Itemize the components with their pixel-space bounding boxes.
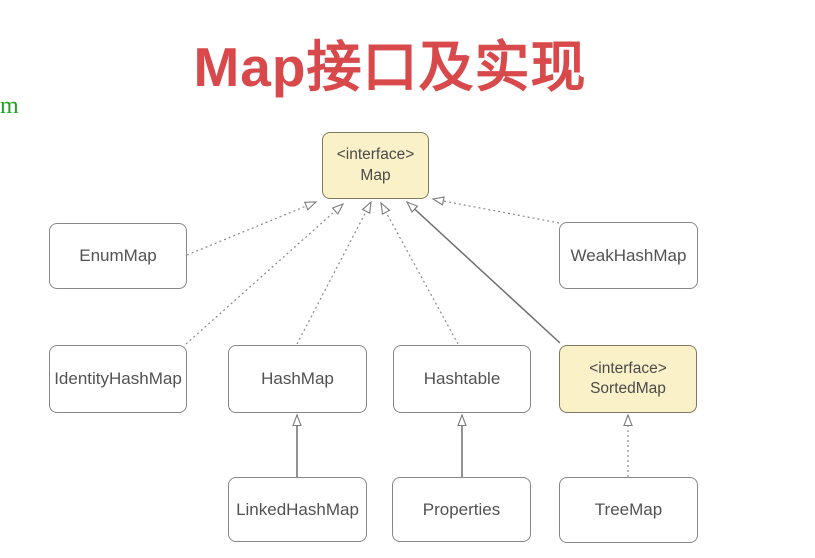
- node-weakhashmap: WeakHashMap: [559, 222, 698, 289]
- node-weakhashmap-name: WeakHashMap: [570, 245, 687, 265]
- node-identityhashmap-name: IdentityHashMap: [54, 369, 182, 388]
- node-hashmap: HashMap: [228, 345, 367, 413]
- node-sortedmap: <interface> SortedMap: [559, 345, 697, 413]
- edge-sortedmap-map: [405, 200, 561, 344]
- page-title: Map接口及实现: [193, 36, 587, 98]
- node-treemap-name: TreeMap: [594, 500, 663, 519]
- node-map: <interface> Map: [322, 132, 429, 199]
- node-treemap: TreeMap: [559, 477, 698, 543]
- node-properties: Properties: [392, 477, 531, 542]
- edge-hashtable-map: [380, 201, 459, 345]
- edge-hashmap-map: [296, 200, 372, 345]
- node-hashtable-name: Hashtable: [423, 369, 501, 388]
- node-linkedhashmap: LinkedHashMap: [228, 477, 367, 542]
- edge-weakhashmap-map: [431, 196, 560, 224]
- edge-identityhashmap-map: [185, 202, 345, 345]
- node-sortedmap-name: SortedMap: [590, 380, 666, 397]
- node-identityhashmap: IdentityHashMap: [49, 345, 187, 413]
- node-properties-name: Properties: [422, 499, 501, 519]
- node-enummap: EnumMap: [49, 223, 187, 289]
- node-hashmap-name: HashMap: [261, 369, 334, 388]
- watermark: m: [0, 93, 19, 119]
- node-linkedhashmap-name: LinkedHashMap: [236, 499, 359, 519]
- edge-enummap-map: [186, 201, 318, 256]
- node-sortedmap-stereotype: <interface>: [589, 359, 667, 377]
- node-enummap-name: EnumMap: [79, 246, 157, 265]
- node-hashtable: Hashtable: [393, 345, 531, 413]
- node-map-stereotype: <interface>: [336, 146, 415, 164]
- node-map-name: Map: [360, 166, 391, 184]
